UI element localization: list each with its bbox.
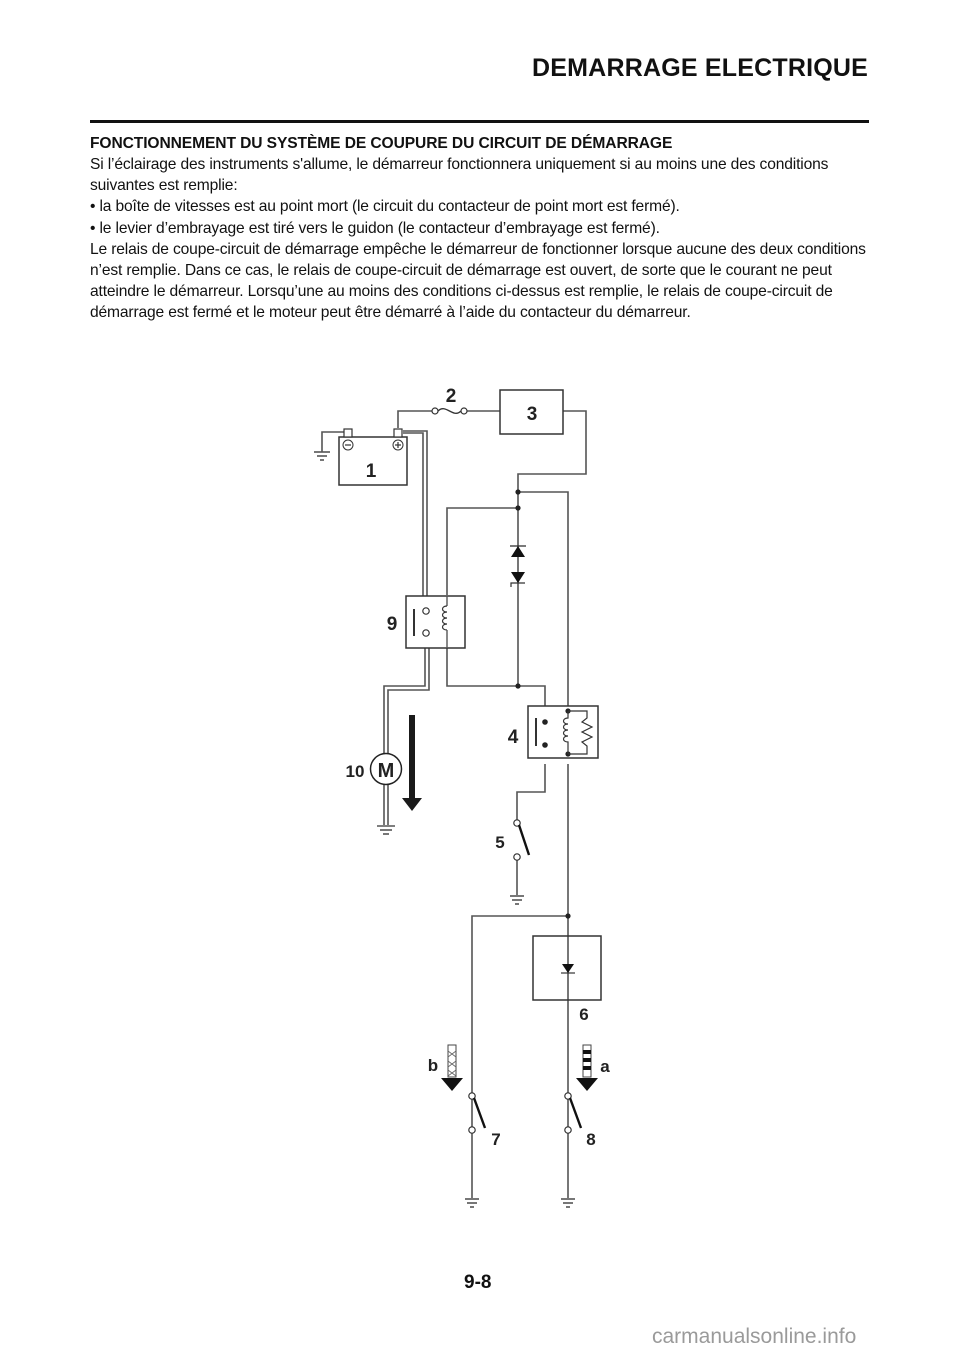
label-2: 2 (446, 386, 457, 407)
watermark-link[interactable]: carmanualsonline.info (652, 1325, 857, 1348)
label-1: 1 (366, 461, 377, 482)
bullet-clutch: • le levier d’embrayage est tiré vers le… (90, 219, 660, 237)
motor-m-label: M (378, 760, 395, 782)
section-heading: FONCTIONNEMENT DU SYSTÈME DE COUPURE DU … (90, 135, 673, 152)
arrow-a-icon: a (576, 1044, 610, 1091)
diode-pair-symbol (510, 545, 526, 587)
label-7: 7 (491, 1130, 500, 1149)
label-a: a (600, 1057, 610, 1076)
component-3-box: 3 (499, 389, 564, 435)
relay-4-symbol: 4 (508, 705, 599, 759)
current-flow-arrow-icon (402, 715, 422, 811)
content-section: FONCTIONNEMENT DU SYSTÈME DE COUPURE DU … (90, 134, 870, 324)
header-rule (90, 120, 869, 123)
label-b: b (428, 1056, 438, 1075)
switch-5-symbol: 5 (495, 819, 531, 861)
bullet-neutral: • la boîte de vitesses est au point mort… (90, 198, 680, 216)
switch-7-symbol: 7 (468, 1092, 501, 1149)
label-6: 6 (579, 1005, 588, 1024)
arrow-b-icon: b (428, 1044, 463, 1091)
relay-9-symbol: 9 (387, 595, 466, 649)
page-title: DEMARRAGE ELECTRIQUE (532, 54, 868, 82)
diode-6-box: 6 (532, 935, 602, 1024)
label-9: 9 (387, 614, 398, 635)
switch-8-symbol: 8 (564, 1092, 596, 1149)
label-3: 3 (527, 404, 538, 425)
label-8: 8 (586, 1130, 595, 1149)
page-number: 9-8 (464, 1272, 492, 1293)
label-5: 5 (495, 833, 504, 852)
fuse-symbol: 2 (431, 386, 468, 415)
paragraph-intro: Si l’éclairage des instruments s'allume,… (90, 156, 829, 195)
label-4: 4 (508, 727, 519, 748)
battery-symbol: 1 (338, 428, 408, 486)
paragraph-relay: Le relais de coupe-circuit de démarrage … (90, 240, 866, 322)
label-10: 10 (346, 762, 365, 781)
starter-motor-symbol: M 10 (346, 752, 403, 786)
